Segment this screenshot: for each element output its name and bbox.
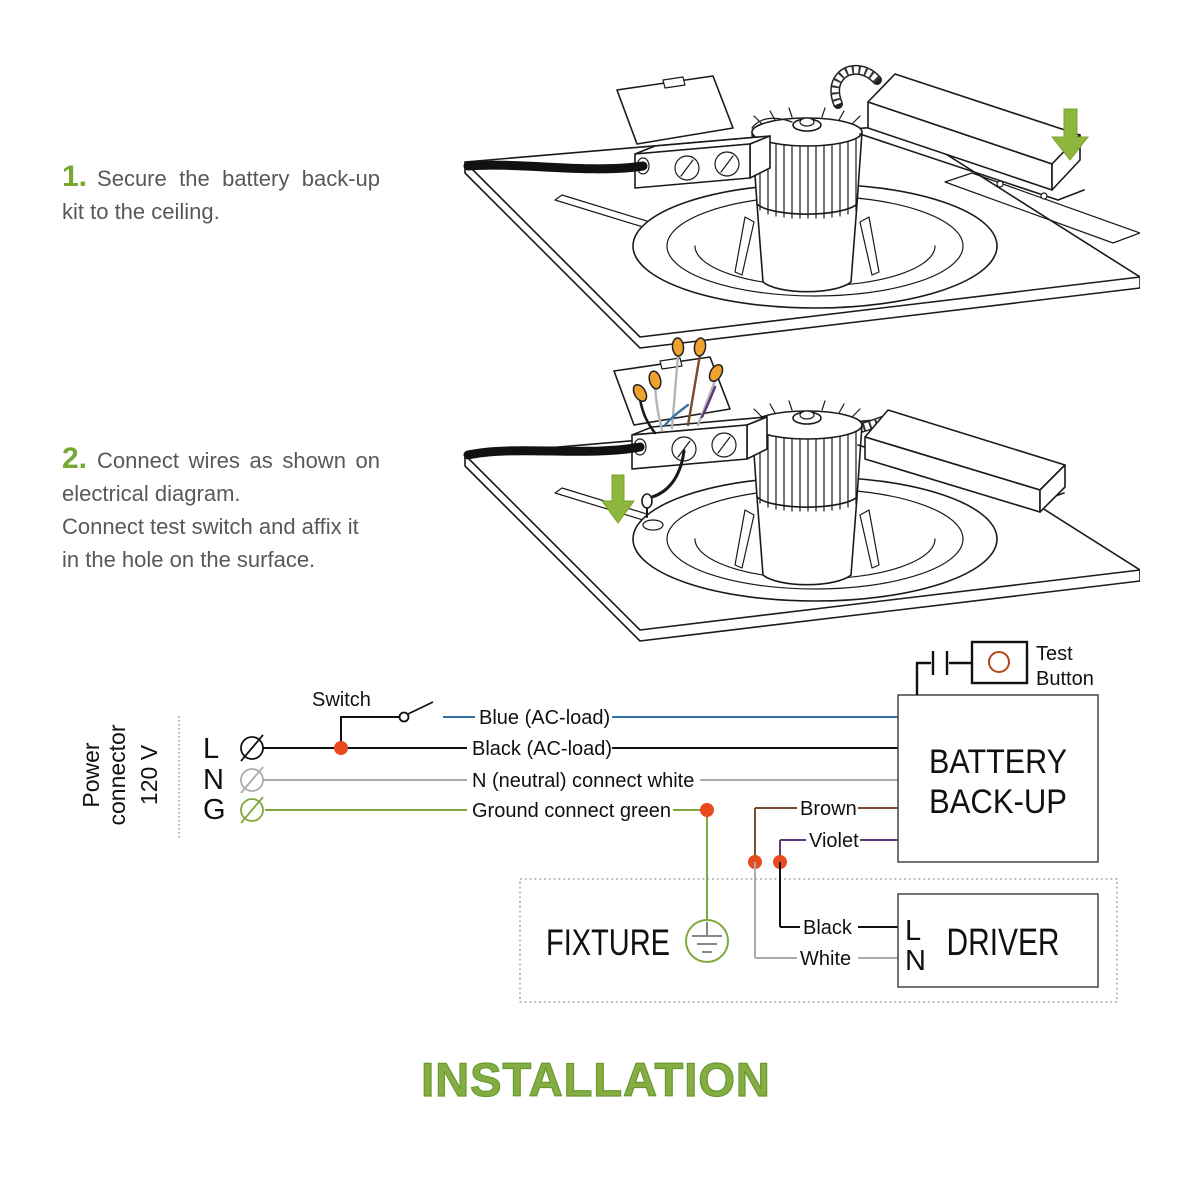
- ground-label: Ground connect green: [472, 800, 671, 822]
- wire-nut: [648, 370, 662, 390]
- illustration-step-1: [463, 64, 1140, 349]
- driver-black-wire: [779, 862, 898, 928]
- step-2-paragraph-1: 2.Connect wires as shown on electrical d…: [62, 442, 380, 510]
- driver-box: [897, 893, 1099, 988]
- fixture-label: FIXTURE: [546, 922, 670, 963]
- terminal-n-label: N: [203, 764, 224, 796]
- step-2-number: 2.: [62, 442, 88, 475]
- fixture-boundary-box: [519, 878, 1118, 1003]
- battery-label-line2: BACK-UP: [929, 783, 1067, 821]
- terminal-n-icon: [240, 766, 264, 794]
- ground-icon: [685, 919, 729, 963]
- terminal-l-icon: [240, 734, 264, 762]
- driver-black-label: Black: [803, 917, 853, 939]
- black-ac-label: Black (AC-load): [472, 738, 612, 760]
- blue-ac-label: Blue (AC-load): [479, 707, 610, 729]
- fixture-lead-wire: [751, 117, 793, 129]
- brown-label: Brown: [800, 798, 857, 820]
- down-arrow-icon: [601, 474, 635, 524]
- svg-text:connector: connector: [104, 724, 130, 825]
- neutral-label: N (neutral) connect white: [472, 770, 694, 792]
- step-1-text: Secure the battery back-up kit to the ce…: [62, 166, 380, 224]
- illustration-step-2: [463, 337, 1140, 642]
- wire-nut: [632, 383, 648, 403]
- power-connector-label: Power connector 120 V: [78, 724, 162, 825]
- battery-label-line1: BATTERY: [929, 743, 1067, 781]
- svg-text:Power: Power: [78, 742, 104, 808]
- step-1-number: 1.: [62, 160, 88, 193]
- test-button-label-line2: Button: [1036, 668, 1094, 690]
- test-button-icon: [915, 640, 1029, 695]
- step-2-paragraph-2: Connect test switch and affix it in the …: [62, 514, 359, 572]
- driver-l-label: L: [905, 915, 921, 947]
- test-switch-plug: [641, 493, 653, 509]
- page-title: INSTALLATION: [421, 1052, 771, 1106]
- down-arrow-icon: [1050, 108, 1090, 161]
- ceiling-slot-outline: [944, 172, 1140, 244]
- step-2-text-1: Connect wires as shown on electrical dia…: [62, 448, 380, 506]
- battery-backup-kit: [857, 409, 1066, 513]
- switch-icon: [340, 701, 434, 748]
- step-1: 1.Secure the battery back-up kit to the …: [62, 160, 380, 228]
- violet-label: Violet: [809, 830, 859, 852]
- terminal-g-label: G: [203, 794, 226, 826]
- violet-wire: [700, 385, 717, 419]
- junction-box-1: [616, 75, 771, 189]
- wire-nut: [708, 363, 724, 383]
- terminal-g-icon: [240, 796, 264, 824]
- ground-wire: [265, 809, 708, 920]
- battery-backup-box: [897, 694, 1099, 863]
- supply-cable: [463, 160, 648, 174]
- wire-nut: [693, 337, 707, 357]
- brown-wire: [754, 807, 898, 862]
- wire-nut: [671, 337, 685, 357]
- driver-white-label: White: [800, 948, 851, 970]
- battery-backup-kit: [859, 73, 1085, 201]
- switch-label: Switch: [312, 689, 371, 711]
- svg-text:120 V: 120 V: [136, 744, 162, 805]
- flex-conduit: [830, 64, 882, 109]
- step-2: 2.Connect wires as shown on electrical d…: [62, 442, 380, 576]
- blue-wire: [663, 403, 690, 427]
- junction-dot: [334, 741, 348, 755]
- driver-label: DRIVER: [947, 922, 1060, 964]
- electrical-schematic: Power connector 120 V L N G Black (AC-lo…: [78, 640, 1118, 1003]
- junction-dot: [700, 803, 714, 817]
- terminal-l-label: L: [203, 733, 219, 765]
- step-1-paragraph: 1.Secure the battery back-up kit to the …: [62, 160, 380, 228]
- supply-cable: [463, 442, 645, 460]
- surface-hole: [642, 519, 664, 531]
- test-switch-assembly: [601, 449, 686, 531]
- connection-wires: [632, 337, 724, 435]
- driver-n-label: N: [905, 945, 926, 977]
- test-button-label-line1: Test: [1036, 643, 1073, 665]
- driver-white-wire: [754, 862, 898, 959]
